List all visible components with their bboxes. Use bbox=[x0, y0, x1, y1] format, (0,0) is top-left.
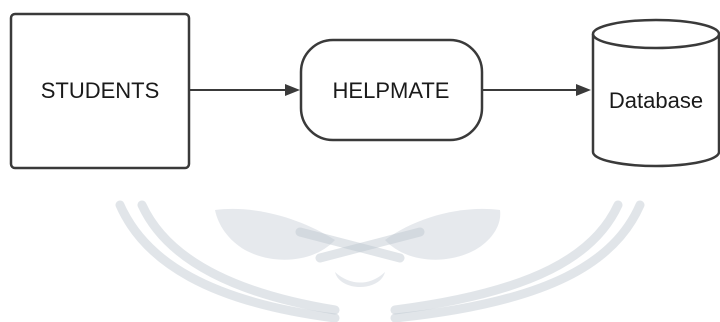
edge-helpmate-to-database bbox=[483, 84, 591, 96]
node-students: STUDENTS bbox=[9, 12, 191, 170]
watermark-logo bbox=[115, 200, 645, 322]
node-helpmate-label: HELPMATE bbox=[333, 78, 450, 103]
node-database-label: Database bbox=[609, 88, 703, 113]
edge-students-to-helpmate bbox=[190, 84, 300, 96]
node-helpmate: HELPMATE bbox=[299, 38, 484, 142]
node-database: Database bbox=[591, 18, 720, 168]
node-students-label: STUDENTS bbox=[41, 78, 160, 103]
